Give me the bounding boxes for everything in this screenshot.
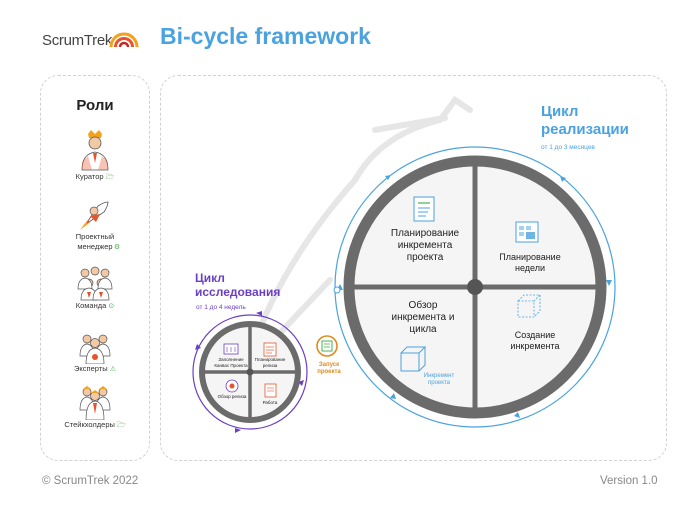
sector-creation: Создание инкремента [510, 330, 560, 351]
version: Version 1.0 [600, 475, 658, 487]
stakeholders-icon [79, 386, 111, 420]
review-icon [225, 379, 239, 393]
research-subtitle: от 1 до 4 недель [196, 304, 246, 311]
work-icon [264, 383, 277, 398]
calendar-icon [515, 221, 539, 243]
team-icon [77, 266, 113, 301]
document-icon [413, 196, 435, 222]
sector-planning-increment: Планирование инкремента проекта [390, 228, 460, 263]
role-mark-icon: ⚙ [113, 244, 121, 251]
roles-title: Роли [76, 97, 114, 114]
cube-icon [400, 346, 427, 372]
research-hub [246, 368, 254, 376]
wheel-hub [467, 279, 483, 295]
cycles-panel [160, 75, 667, 461]
role-stakeholders: Стейкхолдеры 🗁 [40, 384, 150, 431]
role-experts: Эксперты ⚠ [40, 330, 150, 375]
role-label: Куратор [75, 172, 104, 181]
research-sector-canvas: Заполнение Канвас Проекта [214, 357, 248, 368]
research-ring-arrows [195, 311, 304, 433]
research-title-line1: Цикл [195, 271, 225, 285]
research-title-line2: исследования [195, 285, 281, 299]
research-sector-work: Работа [262, 400, 278, 405]
realization-title-line2: реализации [541, 121, 629, 138]
role-project-manager: Проектный менеджер ⚙ [40, 198, 150, 263]
increment-label: Инкремент проекта [423, 373, 455, 386]
launch-icon [316, 335, 338, 357]
role-label: Эксперты [74, 364, 108, 373]
curator-icon [81, 130, 109, 171]
page-title: Bi-cycle framework [160, 23, 371, 49]
research-title: Цикл исследования [195, 271, 280, 299]
canvas-icon [223, 343, 239, 355]
realization-title-line1: Цикл [541, 103, 579, 120]
sector-planning-week: Планирование недели [499, 252, 561, 273]
release-plan-icon [263, 342, 277, 357]
role-curator: Куратор 🗁 [40, 128, 150, 183]
logo-text: ScrumTrek [42, 32, 113, 49]
logo-rainbow-icon [109, 32, 139, 48]
research-sector-planning: Планирование релиза [254, 357, 286, 368]
launch-label: Запуск проекта [317, 362, 341, 375]
role-label: Стейкхолдеры [64, 420, 115, 429]
research-cycle-ring [192, 314, 308, 430]
role-mark-icon: 🗁 [116, 422, 126, 429]
cube-outline-icon [517, 294, 541, 318]
logo: ScrumTrek [42, 24, 142, 52]
experts-icon [79, 334, 111, 364]
research-sector-review: Обзор релиза [217, 394, 247, 399]
realization-subtitle: от 1 до 3 месяцев [541, 144, 595, 151]
ring-start-dot [333, 286, 341, 294]
role-mark-icon: ⊙ [108, 303, 115, 310]
role-label: Проектный менеджер [75, 232, 115, 251]
role-mark-icon: 🗁 [105, 174, 115, 181]
sector-review: Обзор инкремента и цикла [391, 300, 455, 335]
rocket-manager-icon [80, 201, 109, 230]
realization-cycle-ring [334, 146, 616, 428]
role-label: Команда [75, 301, 107, 310]
realization-title: Цикл реализации [541, 103, 629, 139]
role-mark-icon: ⚠ [109, 366, 116, 373]
copyright: © ScrumTrek 2022 [42, 475, 139, 487]
roles-panel [40, 75, 150, 461]
role-team: Команда ⊙ [40, 265, 150, 312]
